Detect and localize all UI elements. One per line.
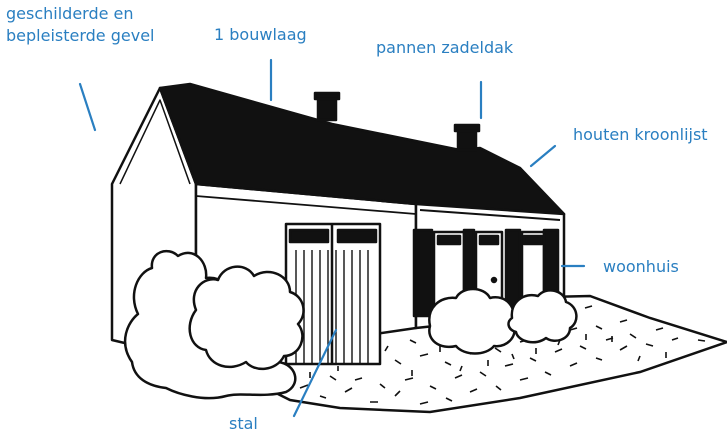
roof	[158, 82, 566, 216]
label-dak: pannen zadeldak	[376, 38, 514, 57]
label-stal: stal	[229, 414, 258, 433]
label-gevel: geschilderde en bepleisterde gevel	[6, 3, 154, 47]
bush-right-2	[507, 289, 578, 344]
bush-right-1	[428, 287, 516, 355]
label-gevel-line1: geschilderde en	[6, 4, 134, 23]
label-gevel-line2: bepleisterde gevel	[6, 26, 155, 45]
bush-mid	[188, 265, 305, 370]
bushes	[123, 249, 578, 400]
label-bouwlaag: 1 bouwlaag	[214, 25, 307, 44]
leader-stal	[292, 328, 338, 418]
label-kroonlijst: houten kroonlijst	[573, 125, 708, 144]
leader-lines	[78, 58, 586, 418]
label-woonhuis: woonhuis	[603, 257, 679, 276]
shutter	[412, 228, 434, 318]
leader-gevel	[78, 82, 97, 132]
leader-kroonlijst	[529, 144, 557, 168]
